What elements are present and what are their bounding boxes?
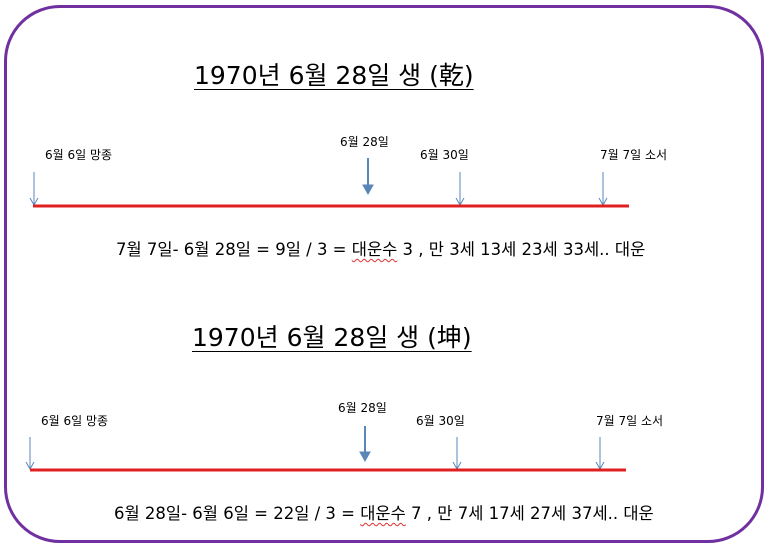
section-2-label-mid: 6월 30일 <box>416 414 465 428</box>
section-2-title: 1970년 6월 28일 생 (坤) <box>192 323 472 352</box>
section-1-birth-arrow <box>362 158 374 196</box>
section-2-calc-daeunsu: 대운수 <box>360 504 406 523</box>
section-1-label-birth: 6월 28일 <box>340 135 389 149</box>
section-2-calculation: 6월 28일- 6월 6일 = 22일 / 3 = 대운수 7 , 만 7세 1… <box>114 500 654 524</box>
section-2-birth-arrow <box>359 426 371 463</box>
section-2-calc-suffix: 7 , 만 7세 17세 27세 37세.. 대운 <box>405 504 654 523</box>
section-2-label-end: 7월 7일 소서 <box>596 414 664 428</box>
section-2-start-tick-arrow <box>25 437 35 471</box>
section-2-label-birth: 6월 28일 <box>338 401 387 415</box>
section-2-end-tick-arrow <box>595 437 605 471</box>
section-1-calc-prefix: 7월 7일- 6월 28일 = 9일 / 3 = <box>116 240 352 259</box>
rounded-frame <box>4 5 764 543</box>
section-1-label-end: 7월 7일 소서 <box>600 148 668 162</box>
section-1-calc-suffix: 3 , 만 3세 13세 23세 33세.. 대운 <box>397 240 646 259</box>
section-1-title: 1970년 6월 28일 생 (乾) <box>194 61 474 90</box>
section-1-calculation: 7월 7일- 6월 28일 = 9일 / 3 = 대운수 3 , 만 3세 13… <box>116 236 645 260</box>
section-1-label-mid: 6월 30일 <box>420 148 469 162</box>
section-2-label-start: 6월 6일 망종 <box>41 414 109 428</box>
section-2-mid-tick-arrow <box>452 437 462 471</box>
section-1-label-start: 6월 6일 망종 <box>45 148 113 162</box>
section-1-calc-daeunsu: 대운수 <box>351 240 398 259</box>
section-2-calc-prefix: 6월 28일- 6월 6일 = 22일 / 3 = <box>114 504 361 523</box>
